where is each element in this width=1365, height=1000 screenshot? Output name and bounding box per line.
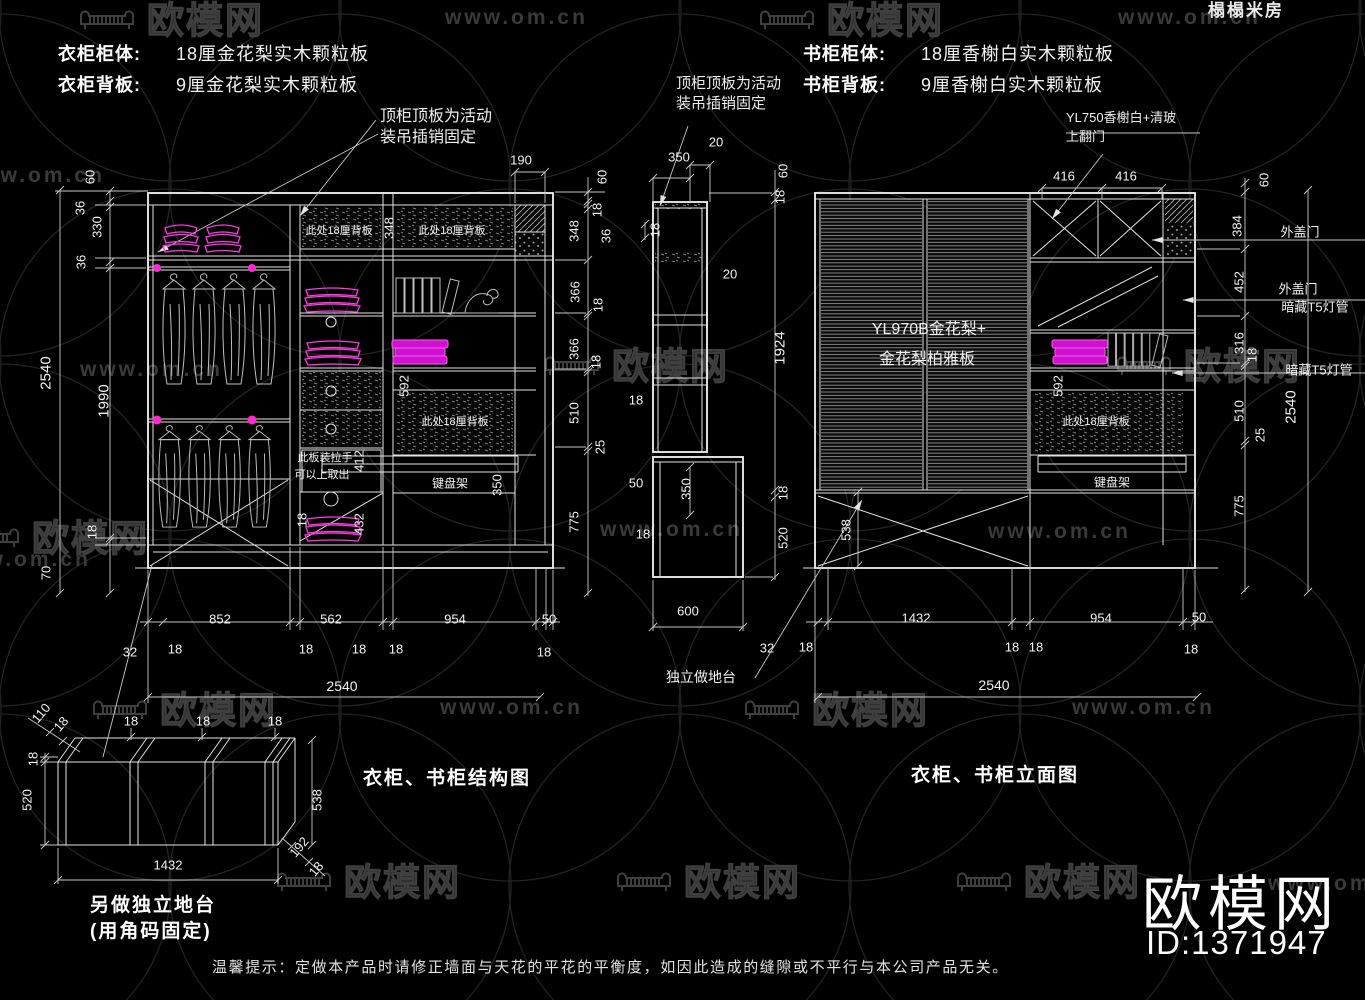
drawing-id: ID:1371947 <box>1146 924 1327 961</box>
books-and-decor <box>323 277 1169 507</box>
spec-label: 书柜背板: <box>803 75 886 95</box>
spec-value: 9厘香榭白实木颗粒板 <box>921 75 1104 95</box>
room-label: 榻榻米房 <box>1208 1 1284 20</box>
spec-value: 18厘金花梨实木颗粒板 <box>176 44 370 64</box>
spec-value: 9厘金花梨实木颗粒板 <box>176 75 359 95</box>
clothes-hangers <box>152 264 276 528</box>
warning-text: 温馨提示：定做本产品时请修正墙面与天花的平花的平衡度，如因此造成的缝隙或不平行与… <box>212 959 1009 976</box>
wardrobe-spec-block: 衣柜柜体: 18厘金花梨实木颗粒板 衣柜背板: 9厘金花梨实木颗粒板 <box>58 40 369 102</box>
structure-view-title: 衣柜、书柜结构图 <box>362 768 532 789</box>
spec-label: 衣柜柜体: <box>58 44 141 64</box>
top-panel-note-left: 顶柜顶板为活动装吊插销固定 <box>380 108 493 146</box>
decor-swan <box>464 288 499 314</box>
spec-value: 18厘香榭白实木颗粒板 <box>921 44 1115 64</box>
top-panel-note-mid: 顶柜顶板为活动装吊插销固定 <box>676 75 782 112</box>
spec-label: 衣柜背板: <box>58 75 141 95</box>
platform-note: 另做独立地台(用角码固定) <box>90 895 217 942</box>
site-brand: 欧模网 <box>1142 871 1340 938</box>
hatch-fills <box>302 199 1193 489</box>
bookcase-spec-block: 书柜柜体: 18厘香榭白实木颗粒板 书柜背板: 9厘香榭白实木颗粒板 <box>803 40 1114 102</box>
elevation-view-title: 衣柜、书柜立面图 <box>910 765 1080 786</box>
spec-label: 书柜柜体: <box>803 44 886 64</box>
yl750-note: YL750香榭白+清玻上翻门 <box>1066 110 1177 144</box>
